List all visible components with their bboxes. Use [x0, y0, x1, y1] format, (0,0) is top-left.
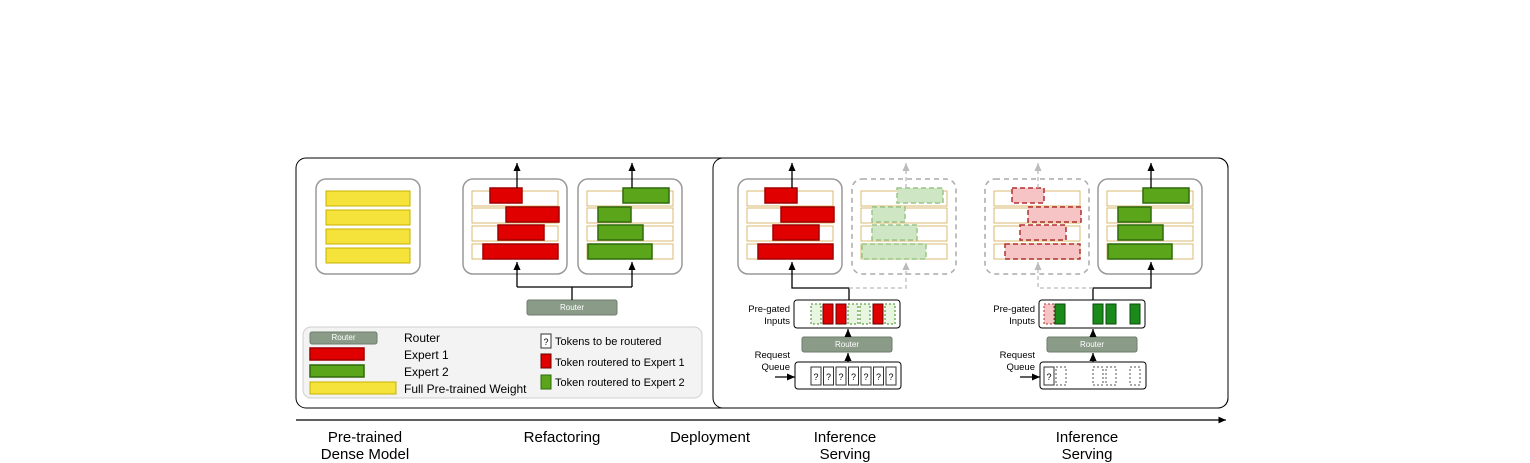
dense-weight-bar-3 — [325, 228, 411, 245]
router-label-serving-1: Router — [834, 340, 859, 349]
serving1-token-red-2 — [822, 303, 834, 325]
stage-deployment: Deployment — [669, 429, 751, 446]
serving2-queue-token-1 — [1043, 366, 1055, 386]
serving1-queue-token-mark-3: ? — [838, 372, 843, 382]
stage-refactoring: Refactoring — [523, 429, 601, 446]
deployment-frame — [712, 157, 1229, 409]
stage-pretrained: Pre-trained Dense Model — [320, 429, 410, 463]
serving1-expert1-box-bar-1 — [764, 187, 798, 204]
legend-expert2-swatch — [309, 364, 365, 378]
refactor-expert1-box-bar-3 — [497, 224, 545, 241]
serving1-queue-token-5 — [860, 366, 872, 386]
serving2-expert1-inactive-box-bar-1 — [1011, 187, 1045, 204]
serving1-queue-token-7 — [885, 366, 897, 386]
queue-label-2: Request Queue — [999, 350, 1035, 373]
serving2-route-to-expert1-inactive — [1034, 262, 1093, 289]
serving2-token-green-1 — [1054, 303, 1066, 325]
serving1-route-to-expert2-inactive — [849, 262, 910, 289]
serving1-expert2-inactive-box-bar-2 — [871, 206, 906, 223]
router-label-legend: Router — [331, 333, 356, 342]
refactor-expert1-box-bar-4 — [482, 243, 559, 260]
queue-label-1: Request Queue — [754, 350, 790, 373]
legend-full-weight-swatch — [309, 381, 397, 395]
serving1-route-to-expert1 — [788, 262, 850, 300]
serving2-expert2-box-bar-1 — [1142, 187, 1190, 204]
stage-serving-1: Inference Serving — [813, 429, 877, 463]
legend-expert2: Expert 2 — [404, 365, 449, 379]
dense-weight-bar-1 — [325, 190, 411, 207]
serving1-pregated-box — [793, 299, 901, 329]
serving1-token-green-7 — [884, 303, 896, 325]
legend-expert1: Expert 1 — [404, 348, 449, 362]
serving2-queue-slot-empty-2 — [1092, 366, 1104, 386]
serving1-queue-token-mark-1: ? — [813, 372, 818, 382]
serving1-expert1-box-bar-2 — [780, 206, 835, 223]
serving1-token-red-3 — [835, 303, 847, 325]
serving2-token-green-2 — [1092, 303, 1104, 325]
router-label-serving-2: Router — [1079, 340, 1104, 349]
refactor-expert1-box-bar-2 — [505, 206, 560, 223]
serving2-token-palered-1 — [1043, 303, 1055, 325]
router-label-refactor: Router — [559, 303, 584, 312]
serving1-expert1-box-bar-3 — [772, 224, 820, 241]
pregated-label-2: Pre-gated Inputs — [993, 304, 1035, 327]
serving1-queue-token-3 — [835, 366, 847, 386]
refactor-expert2-box-bar-1 — [622, 187, 670, 204]
dense-weight-bar-4 — [325, 247, 411, 264]
serving1-token-green-5 — [859, 303, 871, 325]
stage-serving-2: Inference Serving — [1055, 429, 1119, 463]
pregated-label-1: Pre-gated Inputs — [748, 304, 790, 327]
legend-tokens: Tokens to be routered — [555, 336, 662, 348]
legend-token-unrouted-mark: ? — [543, 337, 548, 347]
legend-token-e1-swatch — [540, 353, 552, 369]
legend-token-e1: Token routered to Expert 1 — [555, 357, 685, 369]
serving2-queue-token-mark-1: ? — [1046, 372, 1051, 382]
legend-token-e2-swatch — [540, 374, 552, 390]
legend-token-e2: Token routered to Expert 2 — [555, 377, 685, 389]
serving1-queue-token-mark-2: ? — [826, 372, 831, 382]
serving1-token-red-6 — [872, 303, 884, 325]
legend-panel — [302, 326, 703, 399]
serving1-expert2-inactive-box-bar-4 — [861, 243, 927, 260]
serving1-expert1-box-bar-4 — [757, 243, 834, 260]
serving1-expert2-inactive-box-bar-1 — [896, 187, 944, 204]
diagram-layer: ????????? — [295, 157, 1229, 424]
refactor-expert2-box-bar-2 — [597, 206, 632, 223]
legend-router-swatch — [309, 331, 378, 345]
serving2-queue-slot-empty-3 — [1105, 366, 1117, 386]
serving2-queue-slot-empty-4 — [1129, 366, 1141, 386]
serving1-queue-token-mark-7: ? — [888, 372, 893, 382]
serving1-queue-token-2 — [823, 366, 834, 386]
serving1-token-green-4 — [847, 303, 859, 325]
serving1-expert2-inactive-box-bar-3 — [871, 224, 918, 241]
serving2-expert1-inactive-box-bar-3 — [1019, 224, 1067, 241]
serving2-token-green-3 — [1105, 303, 1117, 325]
legend-full-weight: Full Pre-trained Weight — [404, 382, 527, 396]
serving1-queue-token-mark-5: ? — [863, 372, 868, 382]
refactor-expert2-box-bar-4 — [587, 243, 653, 260]
serving2-token-green-4 — [1129, 303, 1141, 325]
serving1-queue-token-mark-4: ? — [851, 372, 856, 382]
dense-weight-bar-2 — [325, 209, 411, 226]
serving1-token-green-1 — [810, 303, 822, 325]
legend-router: Router — [404, 331, 441, 345]
serving1-queue-token-4 — [848, 366, 859, 386]
serving2-expert1-inactive-box-bar-4 — [1004, 243, 1081, 260]
legend-token-unrouted-swatch — [540, 333, 552, 349]
serving2-expert1-inactive-box-bar-2 — [1027, 206, 1082, 223]
refactor-expert1-box-bar-1 — [489, 187, 523, 204]
serving1-queue-token-1 — [810, 366, 822, 386]
serving2-queue-slot-empty-1 — [1055, 366, 1067, 386]
serving2-expert2-box-bar-4 — [1107, 243, 1173, 260]
serving2-route-to-expert2 — [1092, 262, 1155, 300]
serving1-queue-token-6 — [873, 366, 884, 386]
serving2-expert2-box-bar-3 — [1117, 224, 1164, 241]
serving1-queue-token-mark-6: ? — [876, 372, 881, 382]
legend-expert1-swatch — [309, 347, 365, 361]
refactor-expert2-box-bar-3 — [597, 224, 644, 241]
serving2-expert2-box-bar-2 — [1117, 206, 1152, 223]
